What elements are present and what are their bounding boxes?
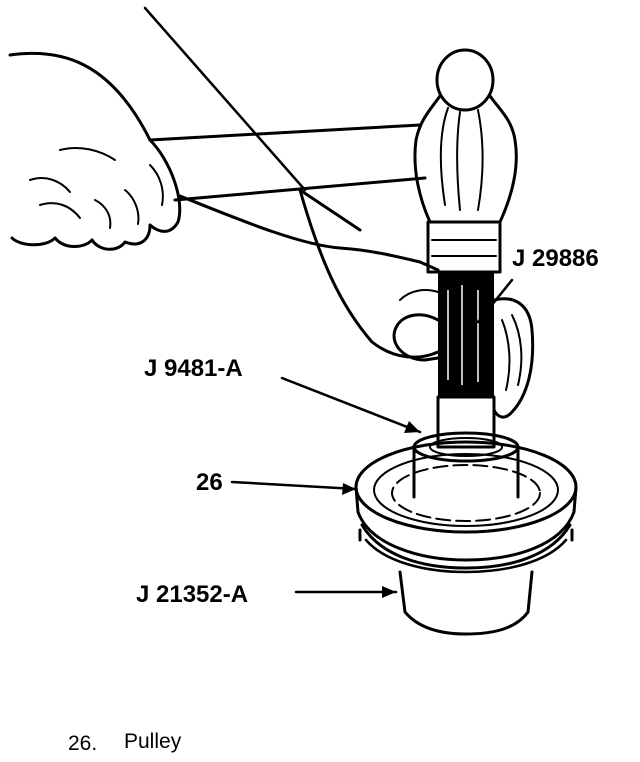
left-hand: [8, 51, 182, 251]
right-hand: [178, 188, 535, 419]
label-j21352a: J 21352-A: [136, 581, 248, 608]
pulley: [354, 431, 578, 574]
drift-tool-shaft: [436, 272, 496, 449]
background-diagonal-line: [143, 6, 307, 192]
leader-lines: [230, 278, 514, 598]
caption-text: Pulley: [124, 730, 182, 753]
support-tool: [398, 570, 534, 636]
label-pulley-ref: 26: [196, 469, 223, 496]
caption-number: 26.: [68, 732, 97, 755]
hammer-handle: [148, 123, 427, 232]
label-j29886: J 29886: [512, 245, 599, 272]
hammer-head: [413, 48, 518, 274]
label-j9481a: J 9481-A: [144, 355, 243, 382]
